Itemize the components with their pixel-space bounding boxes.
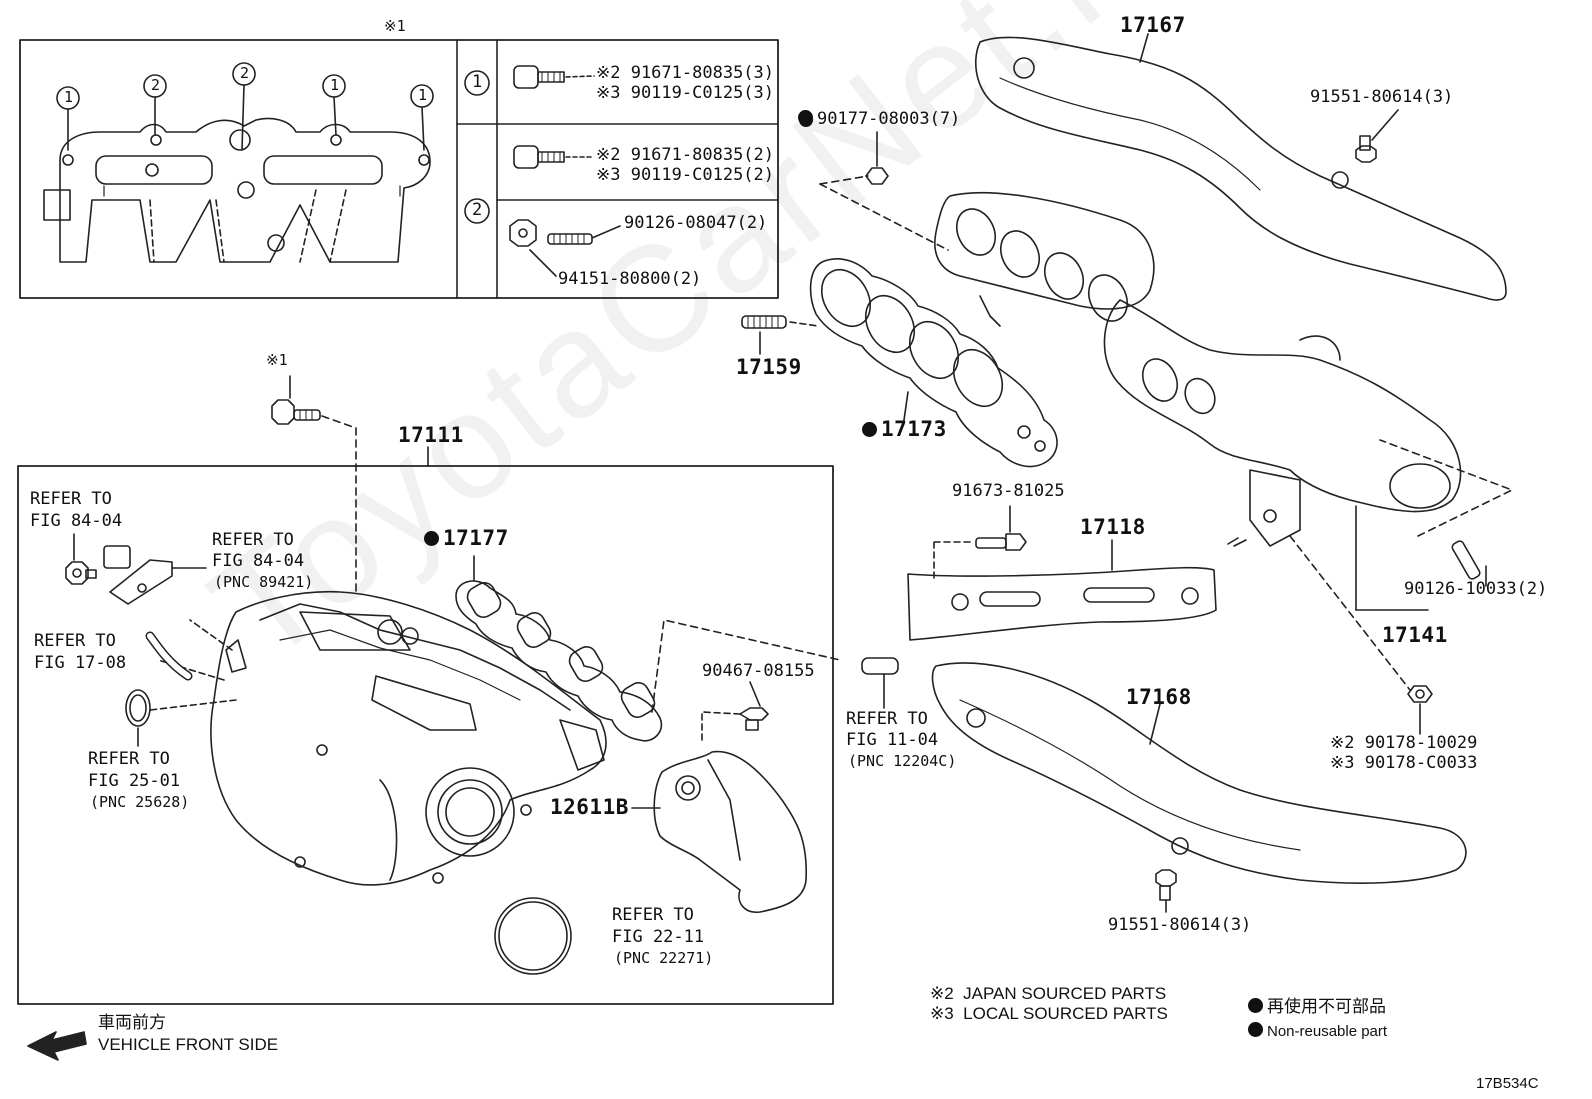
inset-box bbox=[19, 39, 779, 299]
bolt-91551-bottom bbox=[1155, 869, 1177, 913]
gasket-17173-drawing bbox=[809, 258, 1058, 468]
refer-25-01-l1[interactable]: REFER TO bbox=[88, 749, 170, 769]
label-17111[interactable]: 17111 bbox=[398, 423, 464, 447]
label-90177[interactable]: 90177-08003(7) bbox=[798, 110, 960, 129]
clip-90467 bbox=[701, 681, 769, 741]
inset-callout-1c: 1 bbox=[418, 86, 428, 104]
legend-nonreuse-jp: 再使用不可部品 bbox=[1248, 997, 1386, 1017]
refer-22-11-l3: (PNC 22271) bbox=[614, 949, 714, 967]
label-91673[interactable]: 91673-81025 bbox=[952, 481, 1065, 501]
refer-22-11-l1[interactable]: REFER TO bbox=[612, 905, 694, 925]
gasket-17177-drawing bbox=[455, 555, 841, 742]
bolt-91673 bbox=[933, 505, 1027, 579]
exhaust-manifold-17141-drawing bbox=[934, 191, 1462, 547]
intake-manifold-17111-drawing bbox=[149, 590, 607, 886]
sensor-89421 bbox=[103, 545, 207, 605]
label-17168[interactable]: 17168 bbox=[1126, 685, 1192, 709]
refer-17-08-l2[interactable]: FIG 17-08 bbox=[34, 653, 127, 673]
label-90126-10033[interactable]: 90126-10033(2) bbox=[1404, 579, 1548, 599]
front-arrow-icon bbox=[27, 1031, 87, 1061]
row2a-line-b: ※3 90119-C0125(2) bbox=[596, 165, 775, 185]
label-12611B[interactable]: 12611B bbox=[550, 795, 629, 819]
legend-local: ※3 LOCAL SOURCED PARTS bbox=[930, 1004, 1168, 1023]
refer-11-04-l2[interactable]: FIG 11-04 bbox=[846, 730, 939, 750]
nut-90177 bbox=[865, 167, 889, 185]
refer-84-04-a-l1[interactable]: REFER TO bbox=[30, 489, 112, 509]
legend-nonreuse-en: Non-reusable part bbox=[1248, 1022, 1387, 1041]
row1-line-a: ※2 91671-80835(3) bbox=[596, 63, 775, 83]
inset-bolt-icons bbox=[509, 65, 621, 277]
stay-17118-drawing bbox=[907, 539, 1217, 641]
row2b-nut: 94151-80800(2) bbox=[558, 269, 702, 289]
row2a-line-a: ※2 91671-80835(2) bbox=[596, 145, 775, 165]
heat-insulator-17167-drawing bbox=[974, 33, 1507, 301]
refer-84-04-a-l2[interactable]: FIG 84-04 bbox=[30, 511, 123, 531]
row1-line-b: ※3 90119-C0125(3) bbox=[596, 83, 775, 103]
intake-group-box bbox=[17, 465, 834, 1005]
label-ref1: ※1 bbox=[266, 351, 288, 369]
inset-callout-2: 2 bbox=[151, 76, 161, 94]
leader-91551-top bbox=[1371, 109, 1399, 141]
stud-90126-10033 bbox=[1451, 540, 1481, 580]
label-90178-b[interactable]: ※3 90178-C0033 bbox=[1330, 753, 1478, 773]
clamp-25628 bbox=[125, 689, 151, 747]
refer-11-04-l3: (PNC 12204C) bbox=[848, 752, 957, 770]
inset-callout-circles bbox=[56, 62, 490, 224]
row2-key: 2 bbox=[472, 200, 483, 220]
bolt-84-04-a bbox=[65, 533, 97, 585]
bolt-91551-top bbox=[1355, 135, 1377, 163]
label-17167[interactable]: 17167 bbox=[1120, 13, 1186, 37]
refer-84-04-b-l3: (PNC 89421) bbox=[214, 573, 314, 591]
label-90467[interactable]: 90467-08155 bbox=[702, 661, 815, 681]
label-17173[interactable]: 17173 bbox=[862, 417, 947, 441]
front-label-jp: 車両前方 bbox=[98, 1013, 166, 1032]
heat-insulator-17168-drawing bbox=[931, 662, 1467, 884]
label-17141[interactable]: 17141 bbox=[1382, 623, 1448, 647]
refer-25-01-l3: (PNC 25628) bbox=[90, 793, 190, 811]
refer-22-11-l2[interactable]: FIG 22-11 bbox=[612, 927, 705, 947]
label-91551-top[interactable]: 91551-80614(3) bbox=[1310, 87, 1454, 107]
refer-17-08-l1[interactable]: REFER TO bbox=[34, 631, 116, 651]
front-label-en: VEHICLE FRONT SIDE bbox=[98, 1035, 279, 1054]
bolt-ref1-intake bbox=[271, 375, 357, 593]
inset-callout-1: 1 bbox=[64, 88, 74, 106]
label-91551-bottom[interactable]: 91551-80614(3) bbox=[1108, 915, 1252, 935]
refer-11-04-l1[interactable]: REFER TO bbox=[846, 709, 928, 729]
label-90178-a[interactable]: ※2 90178-10029 bbox=[1330, 733, 1478, 753]
refer-25-01-l2[interactable]: FIG 25-01 bbox=[88, 771, 181, 791]
label-17118[interactable]: 17118 bbox=[1080, 515, 1146, 539]
diagram-code: 17B534C bbox=[1476, 1075, 1539, 1092]
legend-japan: ※2 JAPAN SOURCED PARTS bbox=[930, 984, 1167, 1003]
inset-manifold-flange bbox=[43, 117, 431, 263]
refer-84-04-b-l2[interactable]: FIG 84-04 bbox=[212, 551, 305, 571]
nut-90178 bbox=[1407, 685, 1433, 703]
refer-84-04-b-l1[interactable]: REFER TO bbox=[212, 530, 294, 550]
inset-callout-2b: 2 bbox=[240, 64, 250, 82]
cover-12611B-drawing bbox=[631, 750, 807, 913]
inset-ref-mark: ※1 bbox=[384, 17, 406, 35]
inset-callout-1b: 1 bbox=[330, 76, 340, 94]
row2b-stud: 90126-08047(2) bbox=[624, 213, 768, 233]
row1-key: 1 bbox=[472, 72, 483, 92]
label-17177[interactable]: 17177 bbox=[424, 526, 509, 550]
stud-17159 bbox=[741, 315, 819, 355]
gasket-22271 bbox=[494, 897, 572, 975]
pipe-12204C bbox=[861, 657, 899, 709]
label-17159[interactable]: 17159 bbox=[736, 355, 802, 379]
